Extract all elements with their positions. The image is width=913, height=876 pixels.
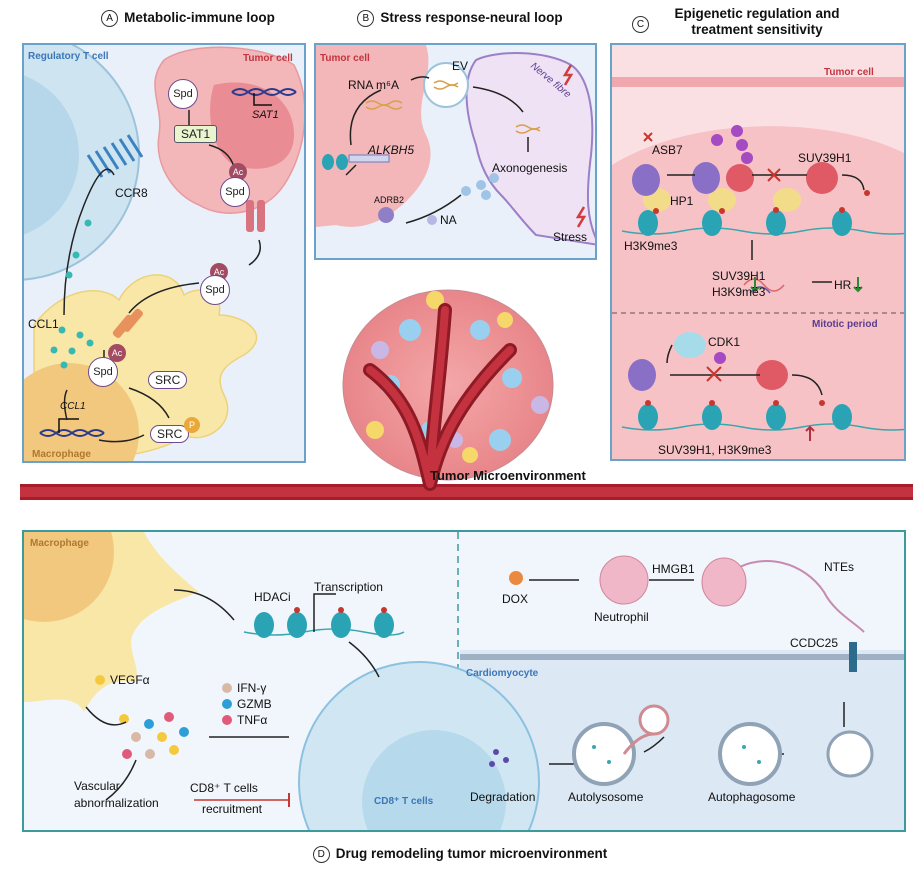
ifng-label: IFN-γ (237, 681, 267, 695)
spd-node-1: Spd (168, 79, 198, 109)
cardiomyocyte-label: Cardiomyocyte (466, 668, 539, 679)
panel-a-title-text: Metabolic-immune loop (124, 10, 275, 26)
hp1-label: HP1 (670, 194, 694, 208)
ccdc25-label: CCDC25 (790, 636, 839, 650)
mitotic-period-label: Mitotic period (812, 319, 878, 330)
adrb2-label: ADRB2 (374, 195, 405, 205)
sat1-box: SAT1 (174, 125, 218, 143)
panel-b-title: B Stress response-neural loop (335, 10, 585, 27)
cdk1-label: CDK1 (708, 335, 741, 349)
neutrophil-label: Neutrophil (594, 610, 649, 624)
result-h3k9me3-label: H3K9me3 (712, 285, 766, 299)
spd-node-3: Spd (200, 275, 230, 305)
panel-c-title: C Epigenetic regulation and treatment sen… (632, 6, 856, 38)
hdaci-label: HDACi (254, 590, 291, 604)
asb7-label: ASB7 (652, 143, 683, 157)
autophagosome-label: Autophagosome (708, 790, 796, 804)
tumor-microenvironment-label: Tumor Microenvironment (430, 468, 586, 483)
axonogenesis-label: Axonogenesis (492, 161, 568, 175)
ac-node-1: Ac (229, 163, 247, 181)
panel-a-title: A Metabolic-immune loop (68, 10, 308, 27)
panel-b-art (316, 45, 595, 246)
h3k9me3-label: H3K9me3 (624, 239, 678, 253)
gzmb-label: GZMB (237, 697, 272, 711)
cd8-t-cells-label: CD8⁺ T cells (374, 796, 434, 807)
dox-label: DOX (502, 592, 529, 606)
stress-label: Stress (553, 230, 588, 244)
ccr8-label: CCR8 (115, 186, 148, 200)
panel-a-treg-label: Regulatory T cell (28, 51, 109, 62)
panel-d-letter: D (312, 846, 330, 863)
panel-c-art (612, 77, 904, 459)
bottom-result-label: SUV39H1, H3K9me3 (658, 443, 772, 457)
vascular-label-1: Vascular (74, 779, 120, 793)
panel-a-macrophage-label: Macrophage (32, 449, 91, 460)
transcription-label: Transcription (314, 580, 383, 594)
panel-b-tumor-label: Tumor cell (320, 53, 370, 64)
hr-label: HR (834, 278, 852, 292)
panel-d-title: D Drug remodeling tumor microenvironment (270, 846, 650, 863)
suv39h1-label: SUV39H1 (798, 151, 852, 165)
ntes-label: NTEs (824, 560, 854, 574)
panel-d-art (24, 532, 904, 830)
spd-node-2: Spd (220, 177, 250, 207)
vascular-label-2: abnormalization (74, 796, 159, 810)
sat1-gene-label: SAT1 (252, 109, 279, 121)
panel-d: Macrophage HDACi Transcription VEGFα IFN… (22, 530, 906, 832)
tnfa-label: TNFα (237, 713, 268, 727)
panel-b-title-text: Stress response-neural loop (380, 10, 563, 26)
panel-b-letter: B (357, 10, 375, 27)
cd8-recruitment-label-1: CD8⁺ T cells (190, 781, 258, 795)
panel-a-letter: A (101, 10, 119, 27)
panel-c-tumor-label: Tumor cell (824, 67, 874, 78)
panel-c-letter: C (632, 16, 649, 33)
panel-b: Tumor cell RNA m⁶A EV Nerve fibre ALKBH5… (314, 43, 597, 260)
panel-a-tumor-label: Tumor cell (243, 53, 293, 64)
result-suv39h1-label: SUV39H1 (712, 269, 766, 283)
degradation-label: Degradation (470, 790, 536, 804)
panel-c-title-text: Epigenetic regulation and treatment sens… (674, 6, 840, 37)
autolysosome-label: Autolysosome (568, 790, 644, 804)
ev-label: EV (452, 59, 469, 73)
panel-a: Regulatory T cell Tumor cell Macrophage … (22, 43, 306, 463)
rna-m6a-label: RNA m⁶A (348, 78, 399, 92)
vegfa-label: VEGFα (110, 673, 150, 687)
src-box-2: SRC (150, 425, 190, 443)
alkbh5-label: ALKBH5 (368, 143, 415, 157)
src-box-1: SRC (148, 371, 188, 389)
hmgb1-label: HMGB1 (652, 562, 695, 576)
ac-node-3: Ac (108, 344, 126, 362)
na-label: NA (440, 213, 457, 227)
panel-d-title-text: Drug remodeling tumor microenvironment (335, 846, 608, 862)
ccl1-label: CCL1 (28, 317, 59, 331)
spd-node-4: Spd (88, 357, 118, 387)
ccl1-gene-label: CCL1 (60, 401, 86, 412)
panel-d-macrophage-label: Macrophage (30, 538, 89, 549)
panel-c: Tumor cell ASB7 SUV39H1 HP1 H3K9me3 SUV3… (610, 43, 906, 461)
phospho-node: P (184, 417, 200, 433)
cd8-recruitment-label-2: recruitment (202, 802, 263, 816)
